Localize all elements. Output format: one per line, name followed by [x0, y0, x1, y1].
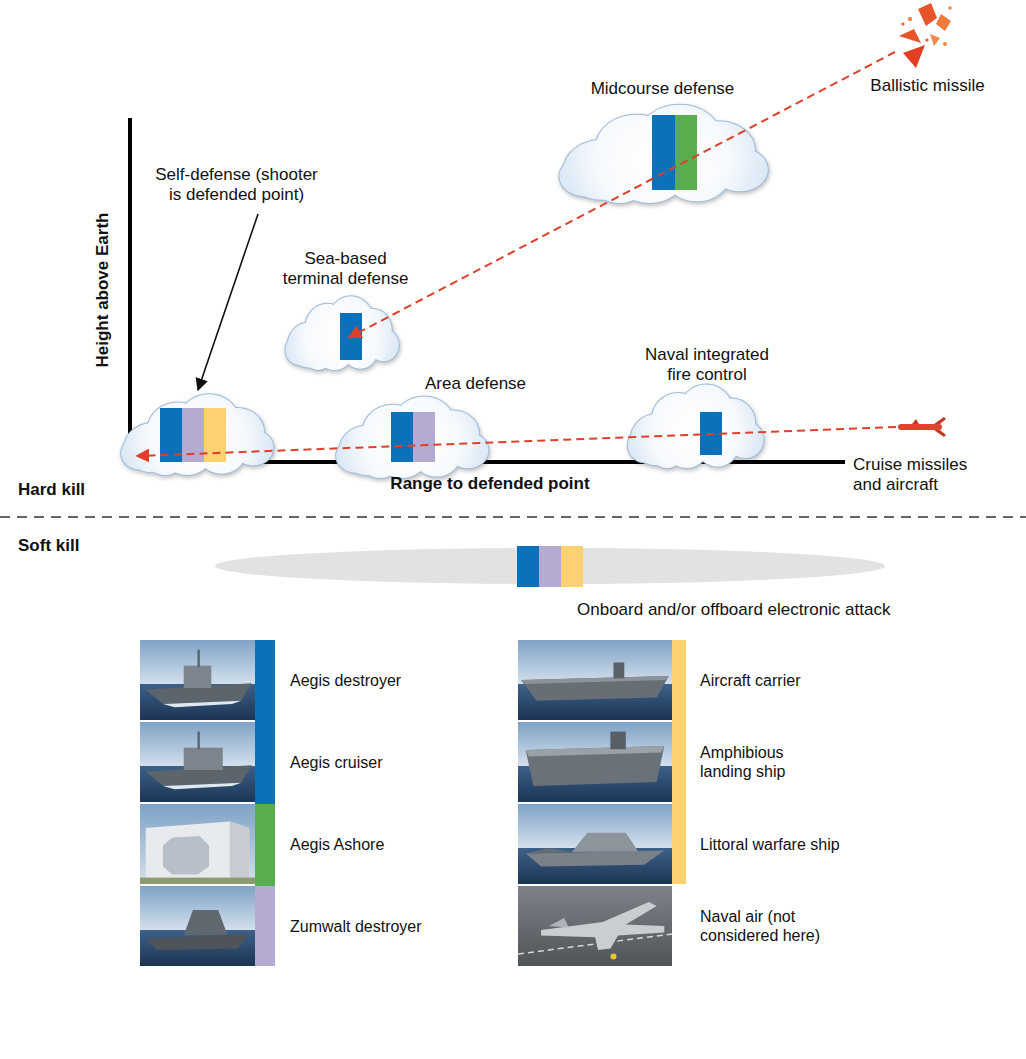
legend-swatch [255, 640, 275, 722]
ship-class-bar [204, 408, 226, 462]
missile-label: Cruise missiles and aircraft [853, 455, 988, 495]
ship-photo [140, 804, 255, 884]
cloud-outline [625, 383, 765, 468]
ship-photo [140, 640, 255, 720]
ship-photo [518, 886, 672, 966]
soft-kill-region: Onboard and/or offboard electronic attac… [215, 548, 885, 584]
legend-label: Aegis cruiser [290, 753, 490, 772]
ship-photo [140, 886, 255, 966]
cruise-trajectory [138, 427, 896, 456]
defense-cloud: Naval integrated fire control [625, 383, 765, 468]
defense-cloud: Sea-based terminal defense [283, 295, 400, 370]
section-label: Hard kill [18, 480, 118, 500]
legend-label: Naval air (not considered here) [700, 907, 830, 945]
ship-class-bar [182, 408, 204, 462]
region-label: Naval integrated fire control [637, 345, 777, 385]
defense-cloud: Midcourse defense [555, 103, 770, 203]
legend-label: Aegis Ashore [290, 835, 490, 854]
region-label: Midcourse defense [553, 79, 773, 99]
ship-photo [518, 804, 672, 884]
legend-swatch [672, 722, 686, 804]
ship-class-bar [160, 408, 182, 462]
kill-divider [0, 516, 1026, 518]
legend-swatch [255, 804, 275, 886]
ship-class-bar [700, 412, 722, 455]
ship-class-bar [517, 546, 539, 587]
cruise-missile-icon [898, 417, 946, 437]
band-caption: Onboard and/or offboard electronic attac… [577, 600, 997, 620]
legend-swatch [255, 722, 275, 804]
region-label: Self-defense (shooter is defended point) [155, 165, 319, 205]
ship-photo [518, 640, 672, 720]
ship-photo [518, 722, 672, 802]
ship-class-bar [652, 115, 675, 190]
legend-label: Littoral warfare ship [700, 835, 900, 854]
axis-label: Height above Earth [93, 180, 113, 400]
region-label: Area defense [401, 374, 551, 394]
ballistic-trajectory [350, 52, 895, 337]
explosion-icon [899, 3, 952, 68]
legend-label: Zumwalt destroyer [290, 917, 490, 936]
leader-arrow [198, 214, 258, 390]
legend-swatch [255, 886, 275, 966]
legend-swatch [672, 640, 686, 722]
legend-swatch [672, 804, 686, 884]
section-label: Soft kill [18, 536, 118, 556]
ship-class-bar [675, 115, 698, 190]
legend-label: Aegis destroyer [290, 671, 490, 690]
missile-label: Ballistic missile [870, 76, 985, 96]
legend-label: Aircraft carrier [700, 671, 900, 690]
ship-class-bar [340, 313, 362, 360]
ship-class-bar [391, 412, 413, 462]
ship-class-bar [561, 546, 583, 587]
ship-class-bar [413, 412, 435, 462]
legend-label: Amphibious landing ship [700, 743, 810, 781]
defense-cloud: Area defense [333, 395, 490, 478]
ship-photo [140, 722, 255, 802]
y-axis [128, 118, 132, 464]
axis-label: Range to defended point [340, 474, 640, 494]
ship-class-bar [539, 546, 561, 587]
defense-cloud: Self-defense (shooter is defended point) [118, 393, 275, 475]
region-label: Sea-based terminal defense [276, 249, 416, 289]
